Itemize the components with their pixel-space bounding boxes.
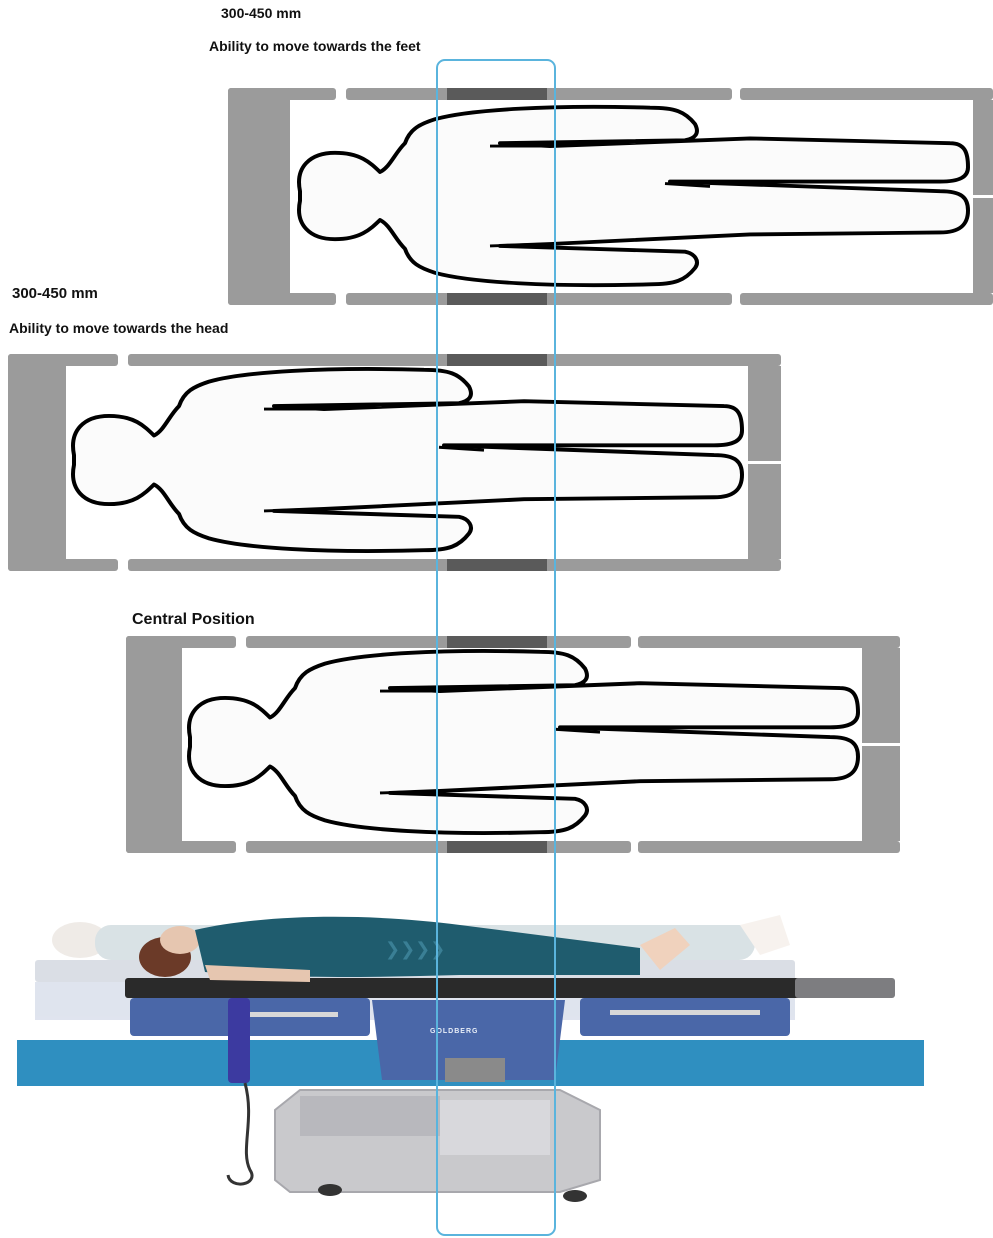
table-middle — [8, 354, 781, 571]
feet-caption: Ability to move towards the feet — [209, 38, 421, 54]
head-caption: Ability to move towards the head — [9, 320, 228, 336]
middle-range-label: 300-450 mm — [12, 285, 98, 302]
table-central — [126, 636, 900, 853]
top-range-label: 300-450 mm — [221, 5, 301, 21]
central-caption: Central Position — [132, 611, 255, 629]
table-top — [228, 88, 993, 305]
operating-table-illustration: GOLDBERG ❯❯❯❯ — [17, 915, 924, 1202]
